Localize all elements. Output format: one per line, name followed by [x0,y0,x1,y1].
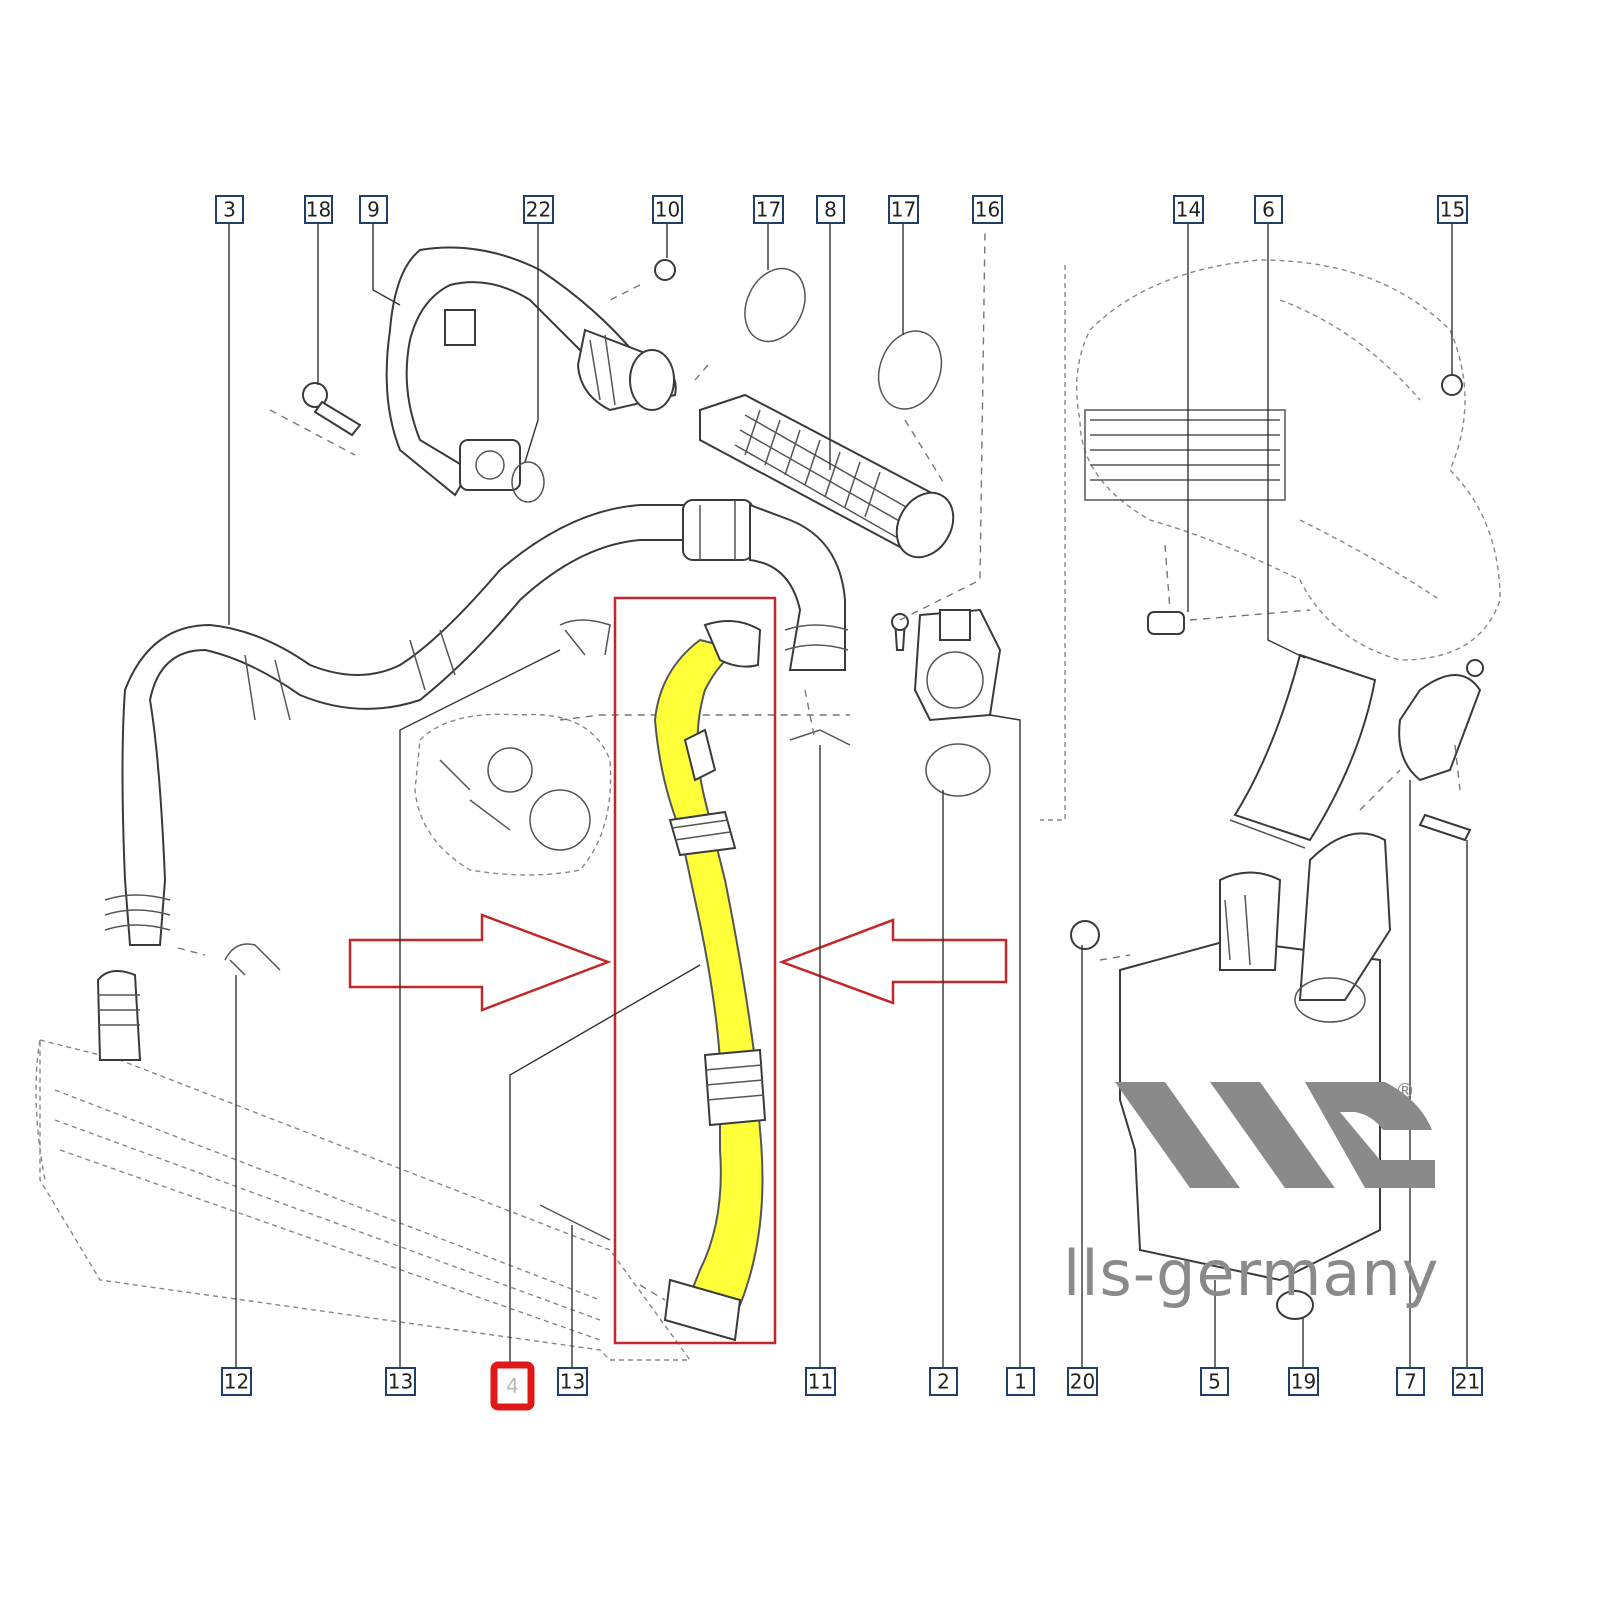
svg-text:20: 20 [1070,1370,1095,1394]
svg-text:13: 13 [388,1370,413,1394]
part-label[interactable]: 22 [523,195,554,224]
sensor-wires [224,619,851,1241]
part-label[interactable]: 13 [385,1367,416,1396]
parts-drawing [35,229,1501,1361]
hose-clamps [744,267,943,410]
highlight-frame [613,596,777,1345]
svg-text:7: 7 [1404,1370,1417,1394]
part-label[interactable]: 2 [929,1367,958,1396]
svg-text:15: 15 [1440,198,1465,222]
svg-text:5: 5 [1208,1370,1221,1394]
assembly-arrows [177,229,1461,1301]
part-label[interactable]: 7 [1396,1367,1425,1396]
part-label[interactable]: 21 [1452,1367,1483,1396]
part-label[interactable]: 5 [1200,1367,1229,1396]
hose-highlight-fill [653,638,764,1307]
svg-text:12: 12 [224,1370,249,1394]
svg-text:21: 21 [1455,1370,1480,1394]
svg-text:8: 8 [824,198,837,222]
highlight-frame-and-arrows [348,596,1008,1345]
svg-text:17: 17 [891,198,916,222]
svg-text:14: 14 [1176,198,1201,222]
highlighted-hose-part-4 [653,620,767,1342]
intercooler-core [35,970,692,1361]
svg-text:2: 2 [937,1370,950,1394]
hose-connector [576,259,677,412]
leader-lines [228,222,1468,1368]
part-label-highlighted[interactable]: 4 [490,1361,535,1411]
svg-text:19: 19 [1291,1370,1316,1394]
svg-text:17: 17 [756,198,781,222]
part-number-labels: 3 18 9 22 10 17 8 17 16 14 6 15 12 13 4 … [215,195,1483,1411]
part-label[interactable]: 6 [1254,195,1283,224]
svg-text:10: 10 [655,198,680,222]
part-label[interactable]: 3 [215,195,244,224]
part-label[interactable]: 1 [1006,1367,1035,1396]
brand-logo-mark [1115,1082,1435,1188]
throttle-body [913,608,1002,797]
part-label[interactable]: 16 [972,195,1003,224]
brand-watermark: ® lls-germany [1063,1079,1439,1310]
part-label[interactable]: 19 [1288,1367,1319,1396]
part-label[interactable]: 14 [1173,195,1204,224]
part-label[interactable]: 18 [304,195,333,224]
part-label[interactable]: 8 [816,195,845,224]
arrow-from-left [348,913,612,1012]
svg-text:3: 3 [223,198,236,222]
small-hardware [302,374,1472,1320]
svg-text:16: 16 [975,198,1000,222]
engine-block-drawing [1040,259,1501,821]
part-label[interactable]: 17 [753,195,784,224]
intercooler-housing [1070,832,1392,1282]
corrugated-intake-hose [699,393,955,559]
svg-text:22: 22 [526,198,551,222]
svg-text:13: 13 [560,1370,585,1394]
svg-text:1: 1 [1014,1370,1027,1394]
part-label[interactable]: 11 [805,1367,836,1396]
brand-name: lls-germany [1063,1237,1439,1310]
svg-text:18: 18 [306,198,331,222]
part-label[interactable]: 13 [557,1367,588,1396]
svg-text:4: 4 [506,1374,519,1398]
arrow-from-right [778,918,1008,1005]
turbocharger-sketch [414,713,612,876]
part-label[interactable]: 12 [221,1367,252,1396]
turbo-outlet-pipe [385,246,642,497]
part-label[interactable]: 9 [359,195,388,224]
charge-air-pipe-right [1229,653,1484,849]
part-label[interactable]: 17 [888,195,919,224]
svg-text:9: 9 [367,198,380,222]
part-label[interactable]: 20 [1067,1367,1098,1396]
registered-mark: ® [1395,1079,1415,1103]
part-label[interactable]: 10 [652,195,683,224]
svg-text:6: 6 [1262,198,1275,222]
part-label[interactable]: 15 [1437,195,1468,224]
svg-text:11: 11 [808,1370,833,1394]
charge-air-hose-left [104,499,849,946]
